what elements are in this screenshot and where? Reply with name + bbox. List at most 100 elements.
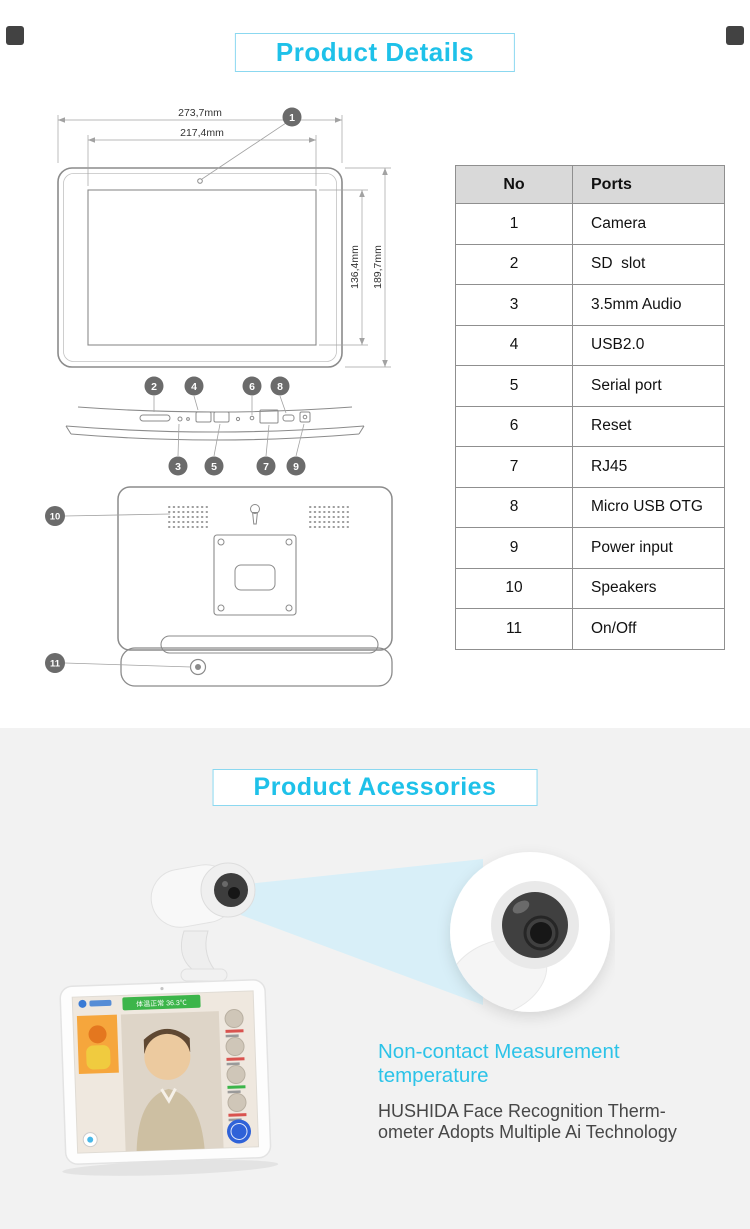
camera-arm [180, 930, 221, 976]
port-no: 4 [455, 324, 573, 366]
screen-logo [78, 999, 112, 1008]
front-camera-dot [197, 178, 203, 184]
vesa-mount [213, 534, 297, 616]
caption-highlight-line2: temperature [378, 1063, 489, 1087]
product-photo: 体温正常 36.3℃ [59, 852, 610, 1176]
port-no: 6 [455, 405, 573, 447]
screen-badge [227, 1119, 252, 1144]
tablet-bottom-view [65, 406, 365, 441]
dimension-arrows [58, 117, 388, 367]
dim-inner-height: 136,4mm [349, 245, 361, 289]
port-no: 10 [455, 567, 573, 609]
thermal-camera [150, 862, 256, 982]
reset-hole [249, 415, 255, 421]
micro-usb-port [282, 414, 295, 422]
stand-base [120, 635, 393, 687]
thermal-image-panel [76, 1014, 119, 1075]
watermark-fragment-left [6, 26, 24, 45]
port-name: Speakers [572, 567, 725, 609]
caption-description: HUSHIDA Face Recognition Therm- ometer A… [378, 1101, 730, 1142]
tablet-rear-view [117, 486, 393, 687]
svg-text:5: 5 [211, 461, 217, 473]
serial-port [213, 411, 230, 423]
port-name: Reset [572, 405, 725, 447]
dim-inner-width: 217,4mm [180, 127, 224, 139]
bottom-ports [139, 409, 311, 424]
caption-desc-line1: HUSHIDA Face Recognition Therm- [378, 1101, 666, 1122]
port-name: Serial port [572, 365, 725, 407]
port-no: 5 [455, 365, 573, 407]
temperature-banner: 体温正常 36.3℃ [122, 994, 201, 1011]
callout-5: 5 [204, 423, 224, 476]
callout-11: 11 [45, 653, 192, 673]
port-no: 2 [455, 243, 573, 285]
product-details-title: Product Details [234, 33, 516, 72]
port-no: 1 [455, 203, 573, 245]
temperature-banner-text: 体温正常 36.3℃ [136, 998, 187, 1009]
usb-port [195, 411, 212, 423]
product-details-title-text: Product Details [275, 37, 475, 67]
port-name: USB2.0 [572, 324, 725, 366]
callout-9: 9 [286, 423, 306, 476]
caption-desc-line2: ometer Adopts Multiple Ai Technology [378, 1121, 677, 1142]
dimension-lines [57, 115, 391, 368]
svg-text:1: 1 [289, 112, 295, 124]
callout-3: 3 [168, 423, 188, 476]
svg-text:2: 2 [151, 381, 157, 393]
callout-10: 10 [45, 506, 171, 526]
product-accessories-title-text: Product Acessories [253, 773, 497, 801]
face-recognition-tablet: 体温正常 36.3℃ [59, 979, 279, 1176]
svg-text:7: 7 [263, 461, 269, 473]
light-beam [238, 859, 483, 1005]
power-input [299, 411, 311, 423]
speaker-grille-right [309, 506, 349, 528]
port-name: On/Off [572, 608, 725, 650]
ports-table-header-no: No [455, 165, 573, 204]
sd-slot [139, 414, 171, 422]
svg-text:11: 11 [50, 659, 61, 670]
port-name: RJ45 [572, 446, 725, 488]
caption-highlight: Non-contact Measurement temperature [378, 1040, 730, 1087]
port-name: Camera [572, 203, 725, 245]
port-name: 3.5mm Audio [572, 284, 725, 326]
svg-text:8: 8 [277, 381, 283, 393]
product-accessories-title: Product Acessories [212, 769, 538, 806]
dimension-labels: 273,7mm 217,4mm 136,4mm 189,7mm [178, 107, 384, 289]
port-name: SD slot [572, 243, 725, 285]
port-no: 7 [455, 446, 573, 488]
callout-2: 2 [144, 376, 164, 412]
accessories-caption: Non-contact Measurement temperature HUSH… [378, 1040, 730, 1143]
face-photo [120, 1011, 224, 1152]
dim-outer-height: 189,7mm [372, 245, 384, 289]
ports-table-header-row: No Ports [455, 165, 725, 204]
audio-jack [177, 416, 183, 422]
lens-zoom-view [450, 852, 610, 1012]
rj45-port [259, 409, 279, 424]
svg-text:3: 3 [175, 461, 181, 473]
caption-highlight-line1: Non-contact Measurement [378, 1040, 620, 1063]
technical-drawing: 273,7mm 217,4mm 136,4mm 189,7mm 1 [45, 107, 393, 687]
svg-text:4: 4 [191, 381, 197, 393]
speaker-grille-left [168, 506, 208, 528]
tablet-front-view [57, 167, 343, 368]
hanging-hole [250, 504, 260, 525]
screen-mini-logo [82, 1132, 98, 1148]
ports-table-header-ports: Ports [572, 165, 725, 204]
port-no: 11 [455, 608, 573, 650]
screen-avatar-list [224, 1009, 247, 1122]
port-no: 8 [455, 486, 573, 528]
svg-text:10: 10 [50, 512, 61, 523]
callout-7: 7 [256, 424, 276, 476]
